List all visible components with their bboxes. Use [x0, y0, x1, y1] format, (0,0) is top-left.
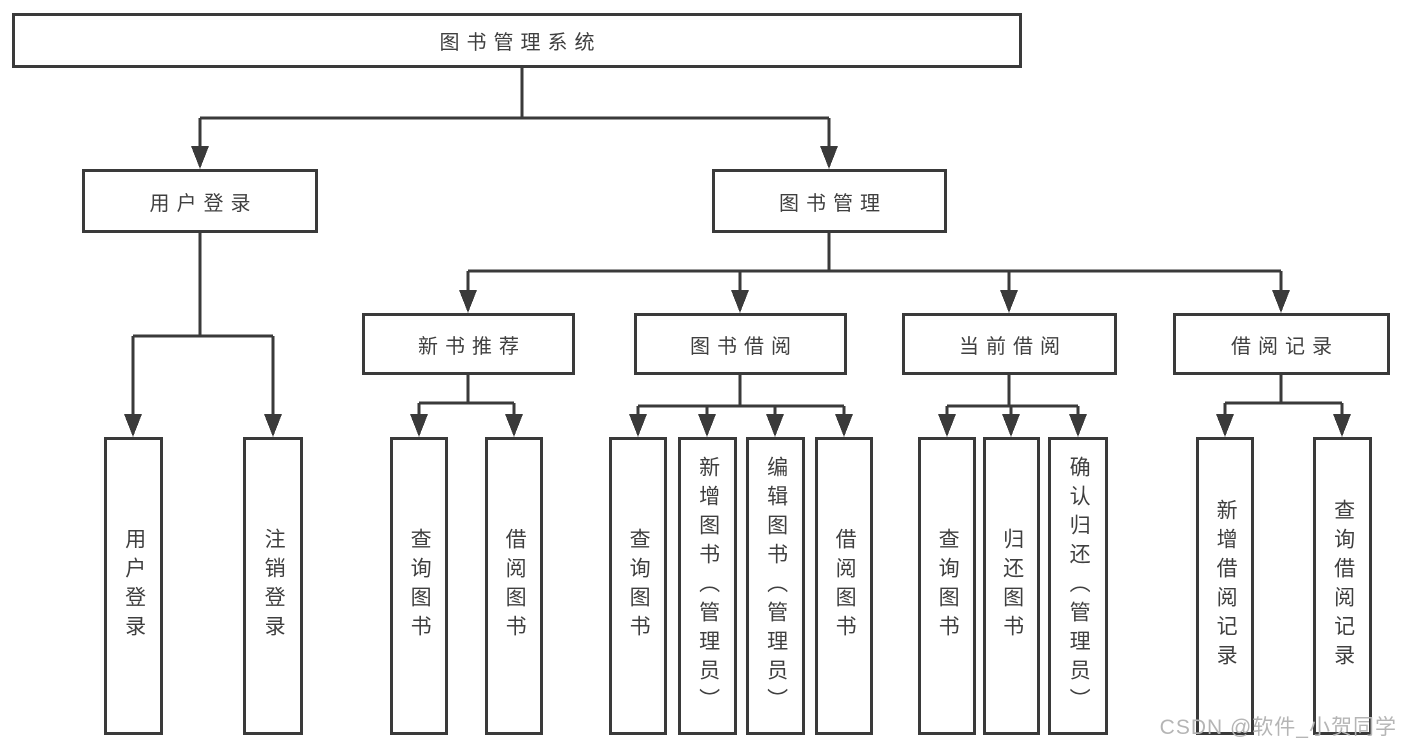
node-root-system: 图书管理系统 [12, 13, 1022, 68]
leaf-user-login: 用户登录 [104, 437, 163, 735]
node-book-management: 图书管理 [712, 169, 947, 233]
node-new-book-recommend: 新书推荐 [362, 313, 575, 375]
leaf-logout: 注销登录 [243, 437, 303, 735]
node-borrow-records: 借阅记录 [1173, 313, 1390, 375]
leaf-borrow-books-recommend: 借阅图书 [485, 437, 543, 735]
leaf-add-borrow-record: 新增借阅记录 [1196, 437, 1254, 735]
leaf-borrow-books: 借阅图书 [815, 437, 873, 735]
leaf-add-books-admin: 新增图书（管理员） [678, 437, 737, 735]
leaf-query-books-borrow: 查询图书 [609, 437, 667, 735]
leaf-query-books-current: 查询图书 [918, 437, 976, 735]
csdn-watermark: CSDN @软件_小贺同学 [1159, 716, 1397, 739]
node-user-login: 用户登录 [82, 169, 318, 233]
leaf-edit-books-admin: 编辑图书（管理员） [746, 437, 805, 735]
leaf-return-books: 归还图书 [983, 437, 1040, 735]
node-book-borrow: 图书借阅 [634, 313, 847, 375]
leaf-query-books-recommend: 查询图书 [390, 437, 448, 735]
node-current-borrow: 当前借阅 [902, 313, 1117, 375]
leaf-confirm-return-admin: 确认归还（管理员） [1048, 437, 1108, 735]
leaf-query-borrow-record: 查询借阅记录 [1313, 437, 1372, 735]
